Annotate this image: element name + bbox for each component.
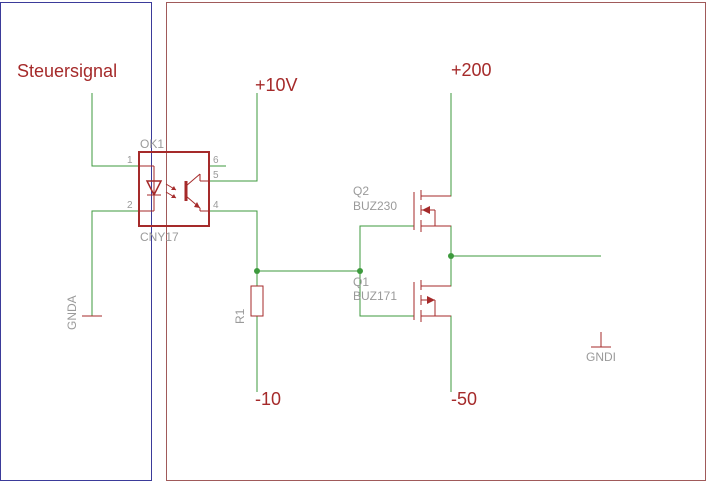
q1-name: Q1: [353, 275, 369, 289]
opto-emitter-arrow-icon: [194, 202, 200, 208]
wire-q2-source: [429, 225, 452, 287]
wire-gnda: [91, 210, 139, 316]
wire-gate-q1: [359, 271, 414, 317]
plus200-label: +200: [451, 60, 492, 80]
wire-pin4-node: [209, 210, 360, 272]
opto-led-diode-icon: [145, 180, 163, 197]
wire-gate-q2: [359, 225, 414, 271]
gnda-label: GNDA: [65, 295, 79, 330]
pin-5: 5: [213, 170, 219, 181]
mosfet-q1: [413, 280, 451, 322]
r1-name: R1: [233, 308, 247, 324]
q2-arrow-icon: [422, 206, 430, 214]
wire-q1-source: [429, 315, 452, 392]
wire-steuersignal: [91, 93, 139, 167]
opto-arrowhead-1: [171, 186, 176, 190]
junction-r1: [254, 268, 260, 274]
steuersignal-label: Steuersignal: [17, 61, 117, 81]
minus50-label: -50: [451, 389, 477, 409]
pin-1: 1: [127, 155, 133, 166]
optocoupler-body: [138, 151, 210, 227]
opto-collector: [185, 173, 201, 187]
q2-value: BUZ230: [353, 199, 397, 213]
pin-2: 2: [127, 200, 133, 211]
opto-arrowhead-2: [171, 194, 176, 198]
pin-6: 6: [213, 155, 219, 166]
mosfet-q2: [413, 190, 451, 232]
ok1-value: CNY17: [140, 230, 179, 244]
gndi-ground-icon: [591, 332, 611, 348]
optocoupler-ok1: [138, 151, 210, 227]
left-frame: [0, 2, 152, 481]
resistor-r1: [250, 285, 264, 317]
q2-name: Q2: [353, 184, 369, 198]
q1-arrow-icon: [427, 296, 435, 304]
wire-plus10v: [209, 93, 258, 182]
pin-4: 4: [213, 200, 219, 211]
ok1-name: OK1: [140, 137, 164, 151]
q1-value: BUZ171: [353, 289, 397, 303]
minus10-label: -10: [255, 389, 281, 409]
wire-q2-drain: [429, 93, 452, 197]
gndi-label: GNDI: [586, 350, 616, 364]
right-frame: [166, 2, 706, 481]
junction-output: [448, 253, 454, 259]
junction-gates: [357, 268, 363, 274]
plus10v-label: +10V: [255, 75, 298, 95]
